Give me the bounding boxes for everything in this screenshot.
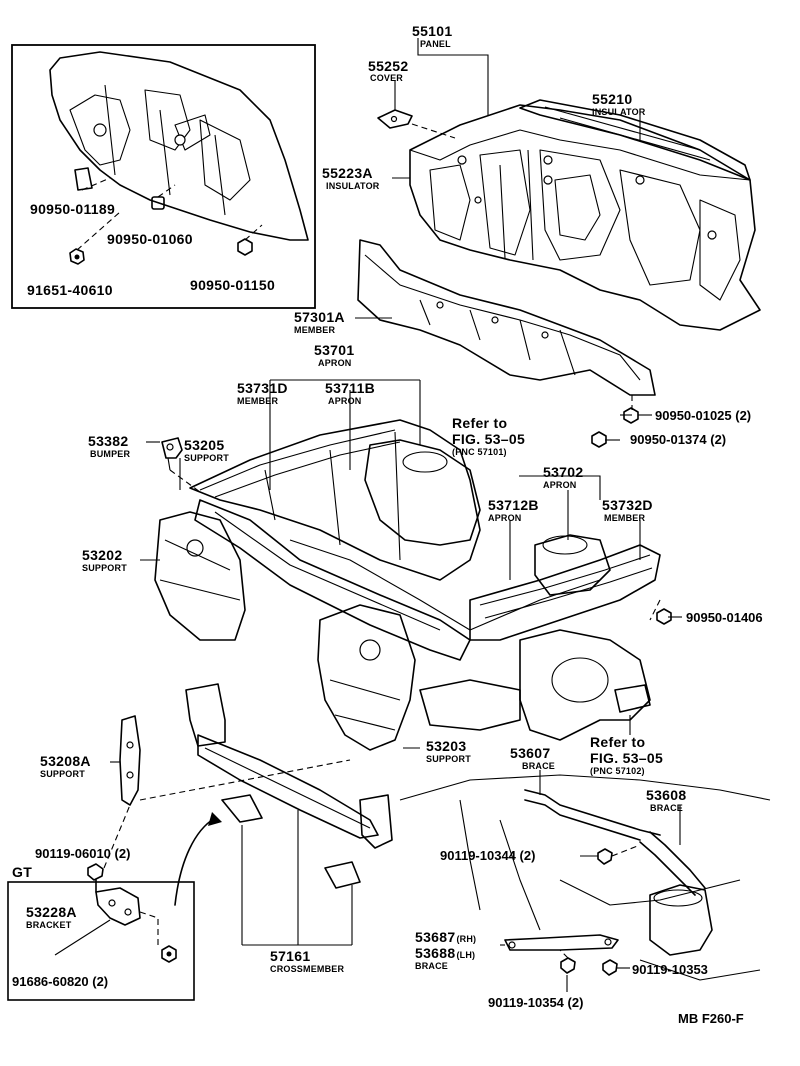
engine-bay-floor-illustration: [399, 774, 771, 981]
name-57161: CROSSMEMBER: [270, 964, 345, 974]
label-53687-side: (RH): [456, 934, 476, 944]
label-53701: 53701: [314, 342, 354, 358]
label-55101: 55101: [412, 23, 452, 39]
refer2-line2: FIG. 53–05: [590, 750, 663, 766]
name-53203: SUPPORT: [426, 754, 471, 764]
label-gt: GT: [12, 864, 32, 880]
grommet-90950-01374-icon: [591, 431, 607, 448]
name-53208a: SUPPORT: [40, 769, 85, 779]
label-90950-01060: 90950-01060: [107, 231, 193, 247]
label-53687-pn: 53687: [415, 929, 455, 945]
name-53228a: BRACKET: [26, 920, 72, 930]
brace-53607-illustration: [524, 789, 661, 841]
member-57301a-illustration: [357, 239, 656, 396]
refer1-line1: Refer to: [452, 415, 507, 431]
nut-91686-60820-icon: [161, 945, 177, 963]
crossmember-57161-illustration: [185, 683, 393, 889]
gt-inset-box: [7, 881, 195, 1001]
name-53205: SUPPORT: [184, 453, 229, 463]
dash-panel-55101-illustration: [409, 104, 761, 331]
label-57301a: 57301A: [294, 309, 345, 325]
label-53688: 53688(LH): [415, 945, 475, 961]
label-53688-side: (LH): [456, 950, 475, 960]
label-53228a: 53228A: [26, 904, 77, 920]
label-90950-01374: 90950-01374 (2): [630, 432, 726, 447]
label-53203: 53203: [426, 738, 466, 754]
label-90119-06010: 90119-06010 (2): [35, 846, 130, 861]
label-90950-01025: 90950-01025 (2): [655, 408, 751, 423]
bolt-90119-10353-icon: [602, 959, 618, 976]
support-53208a-illustration: [119, 715, 141, 806]
label-91686-60820: 91686-60820 (2): [12, 974, 108, 989]
label-53687: 53687(RH): [415, 929, 476, 945]
name-53701: APRON: [318, 358, 352, 368]
leader-lines: [54, 38, 682, 992]
name-53688: BRACE: [415, 961, 448, 971]
name-53382: BUMPER: [90, 449, 131, 459]
name-53712b: APRON: [488, 513, 522, 523]
bracket-53228a-illustration: [95, 887, 141, 926]
label-53712b: 53712B: [488, 497, 539, 513]
label-53732d: 53732D: [602, 497, 653, 513]
bolt-90119-06010-icon: [87, 863, 104, 893]
gt-reference-arrow-icon: [174, 817, 216, 906]
label-53711b: 53711B: [325, 380, 375, 396]
label-90119-10354: 90119-10354 (2): [488, 995, 583, 1010]
inset-dash-panel-illustration: [49, 51, 309, 241]
name-53731d: MEMBER: [237, 396, 278, 406]
refer2-line1: Refer to: [590, 734, 645, 750]
label-55252: 55252: [368, 58, 408, 74]
name-53607: BRACE: [522, 761, 555, 771]
grommet-90950-01025-icon: [623, 407, 639, 424]
label-53202: 53202: [82, 547, 122, 563]
label-53608: 53608: [646, 787, 686, 803]
label-53205: 53205: [184, 437, 224, 453]
name-53732d: MEMBER: [604, 513, 645, 523]
label-53702: 53702: [543, 464, 583, 480]
label-90119-10353: 90119-10353: [632, 962, 708, 977]
name-53702: APRON: [543, 480, 577, 490]
name-55252: COVER: [370, 73, 403, 83]
grommet-90950-01189-icon: [74, 167, 93, 191]
insulator-55210-illustration: [519, 99, 751, 181]
label-90950-01189: 90950-01189: [30, 201, 115, 217]
label-55223a: 55223A: [322, 165, 373, 181]
label-53731d: 53731D: [237, 380, 288, 396]
name-55210: INSULATOR: [592, 107, 646, 117]
label-53688-pn: 53688: [415, 945, 455, 961]
diagram-code: MB F260-F: [678, 1011, 744, 1026]
label-53208a: 53208A: [40, 753, 91, 769]
refer1-line3: (PNC 57101): [452, 447, 507, 457]
name-55101: PANEL: [420, 39, 451, 49]
label-91651-40610: 91651-40610: [27, 282, 113, 298]
bolt-90119-10344-icon: [597, 848, 613, 865]
front-body-structure-illustration: [154, 419, 661, 751]
name-55223a: INSULATOR: [326, 181, 380, 191]
label-90950-01150: 90950-01150: [190, 277, 275, 293]
grommet-90950-01150-icon: [237, 238, 253, 256]
refer1-line2: FIG. 53–05: [452, 431, 525, 447]
name-53608: BRACE: [650, 803, 683, 813]
nut-91651-40610-icon: [69, 248, 85, 265]
label-55210: 55210: [592, 91, 632, 107]
grommet-90950-01406-icon: [656, 608, 672, 625]
label-90119-10344: 90119-10344 (2): [440, 848, 535, 863]
label-90950-01406: 90950-01406: [686, 610, 763, 625]
inset-box: [11, 44, 316, 309]
name-57301a: MEMBER: [294, 325, 335, 335]
label-57161: 57161: [270, 948, 310, 964]
name-53202: SUPPORT: [82, 563, 127, 573]
refer2-line3: (PNC 57102): [590, 766, 645, 776]
brace-53608-illustration: [639, 831, 706, 896]
brace-53687-53688-illustration: [504, 934, 619, 951]
cover-55252-illustration: [377, 109, 413, 129]
label-53607: 53607: [510, 745, 550, 761]
name-53711b: APRON: [328, 396, 362, 406]
label-53382: 53382: [88, 433, 128, 449]
bolt-90119-10354-icon: [560, 957, 576, 974]
